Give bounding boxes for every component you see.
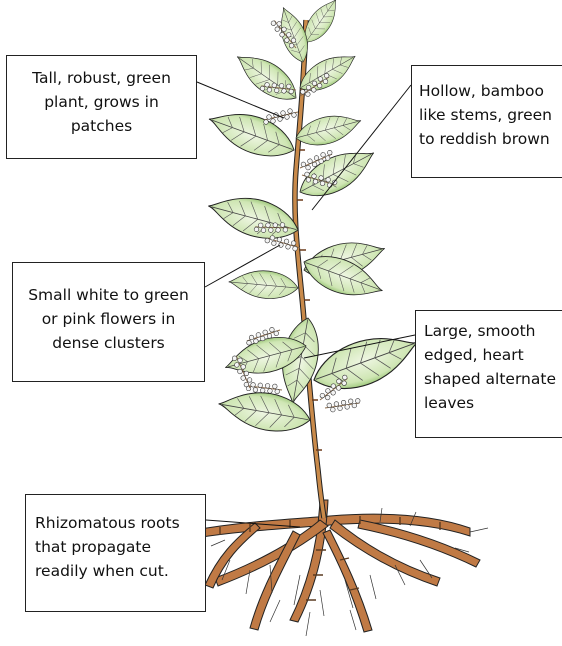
label-text-line: readily when cut. <box>35 559 197 583</box>
label-text-line: Hollow, bamboo <box>419 79 555 103</box>
label-text-line: Rhizomatous roots <box>35 511 197 535</box>
label-text-line: Small white to green <box>21 283 196 307</box>
label-text-line: dense clusters <box>21 331 196 355</box>
label-stems: Hollow, bamboo like stems, green to redd… <box>411 65 562 178</box>
label-text-line: plant, grows in <box>15 90 188 114</box>
label-flowers: Small white to green or pink flowers in … <box>12 262 205 382</box>
label-text-line: that propagate <box>35 535 197 559</box>
leaves <box>203 0 425 437</box>
label-text-line: patches <box>15 114 188 138</box>
label-text-line: Large, smooth <box>424 319 555 343</box>
label-leaves: Large, smooth edged, heart shaped altern… <box>415 310 562 438</box>
label-text-line: like stems, green <box>419 103 555 127</box>
label-text-line: edged, heart <box>424 343 555 367</box>
label-text-line: or pink flowers in <box>21 307 196 331</box>
leader-line-stems <box>312 85 411 210</box>
label-roots: Rhizomatous roots that propagate readily… <box>25 494 206 612</box>
label-text-line: shaped alternate <box>424 367 555 391</box>
leader-lines <box>197 82 415 527</box>
rhizome-roots <box>195 500 480 632</box>
label-text-line: Tall, robust, green <box>15 66 188 90</box>
label-plant-habit: Tall, robust, green plant, grows in patc… <box>6 55 197 159</box>
label-text-line: leaves <box>424 391 555 415</box>
label-text-line: to reddish brown <box>419 127 555 151</box>
